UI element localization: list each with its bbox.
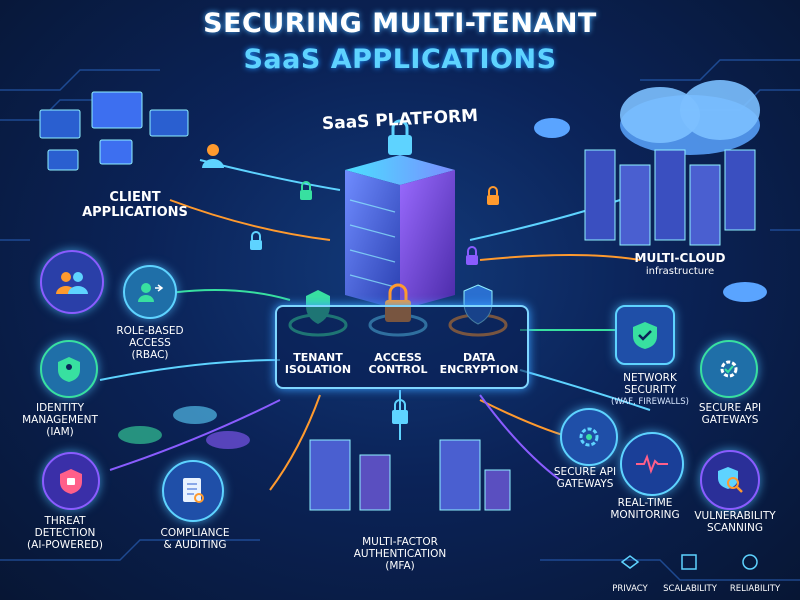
document-icon [162,460,224,522]
platform-tower [345,119,455,310]
cloud-label: MULTI-CLOUD infrastructure [600,252,760,278]
mfa-line2: AUTHENTICATION [353,548,447,560]
shield-icon [118,406,250,449]
iam-icon [40,340,98,398]
cloud-line2: infrastructure [645,266,715,277]
threat-line1: THREAT [44,515,86,527]
network-security-label: NETWORK SECURITY (WAF, FIREWALLS) [600,372,700,408]
data-encryption-label: DATA ENCRYPTION [436,352,522,376]
access-line2: CONTROL [368,363,428,376]
access-control-label: ACCESS CONTROL [360,352,436,376]
vulnerability-label: VULNERABILITY SCANNING [680,510,790,534]
lock-icon [250,231,262,250]
scalability-icon [681,554,697,570]
rbac-label: ROLE-BASED ACCESS (RBAC) [105,325,195,361]
compliance-line2: & AUDITING [163,539,227,551]
threat-line2: DETECTION [34,527,96,539]
magnifier-icon [700,450,760,510]
lock-icon [466,246,478,265]
rbac-line3: (RBAC) [131,349,169,361]
rbac-icon [123,265,177,319]
cloud-icon [534,80,767,302]
user-icon [202,144,224,168]
title-line2: SaaS APPLICATIONS [243,44,557,75]
rbac-line2: ACCESS [129,337,171,349]
api-right-line1: SECURE API [698,402,762,414]
api-center-line1: SECURE API [553,466,617,478]
server-icon [584,149,756,246]
lock-icon [487,186,499,205]
iam-line3: (IAM) [46,426,74,438]
footer-reliability: RELIABILITY [729,584,781,594]
title-line1: SECURING MULTI-TENANT [203,8,597,39]
monitoring-label: REAL-TIME MONITORING [600,497,690,521]
client-line2: APPLICATIONS [82,205,188,220]
client-line1: CLIENT [109,190,161,205]
data-line1: DATA [463,351,495,364]
mfa-line3: (MFA) [385,560,415,572]
footer-privacy: PRIVACY [612,584,648,594]
security-hub [275,305,529,389]
monitor-icon [39,91,189,171]
heartbeat-icon [620,432,684,496]
threat-line3: (AI-POWERED) [27,539,103,551]
tenant-line2: ISOLATION [284,363,352,376]
mfa-line1: MULTI-FACTOR [362,536,438,548]
iam-line2: MANAGEMENT [22,414,98,426]
secure-api-center-label: SECURE API GATEWAYS [540,466,630,490]
network-line2: SECURITY [624,384,676,396]
tenant-line1: TENANT [293,351,343,364]
client-label: CLIENT APPLICATIONS [70,190,200,220]
lock-icon [300,181,312,200]
gear-icon [700,340,758,398]
api-gateway-icon [560,408,618,466]
secure-api-right-label: SECURE API GATEWAYS [685,402,775,426]
network-line1: NETWORK [623,372,677,384]
threat-icon [42,452,100,510]
access-line1: ACCESS [374,351,422,364]
users-icon [40,250,104,314]
iam-line1: IDENTITY [35,402,84,414]
network-security-icon [615,305,675,365]
footer-scalability: SCALABILITY [663,584,717,594]
reliability-icon [742,554,758,570]
data-line2: ENCRYPTION [439,363,519,376]
monitoring-line1: REAL-TIME [617,497,673,509]
compliance-line1: COMPLIANCE [160,527,230,539]
mfa-label: MULTI-FACTOR AUTHENTICATION (MFA) [340,536,460,572]
compliance-label: COMPLIANCE & AUDITING [140,527,250,551]
iam-label: IDENTITY MANAGEMENT (IAM) [10,402,110,438]
rbac-line1: ROLE-BASED [116,325,184,337]
api-center-line2: GATEWAYS [556,478,614,490]
cloud-line1: MULTI-CLOUD [634,251,726,265]
tenant-isolation-label: TENANT ISOLATION [280,352,356,376]
threat-label: THREAT DETECTION (AI-POWERED) [15,515,115,551]
vuln-line1: VULNERABILITY [694,510,776,522]
vuln-line2: SCANNING [707,522,763,534]
api-right-line2: GATEWAYS [701,414,759,426]
privacy-icon [620,555,640,569]
building-icon [309,399,511,511]
monitoring-line2: MONITORING [610,509,680,521]
network-line3: (WAF, FIREWALLS) [611,397,689,407]
